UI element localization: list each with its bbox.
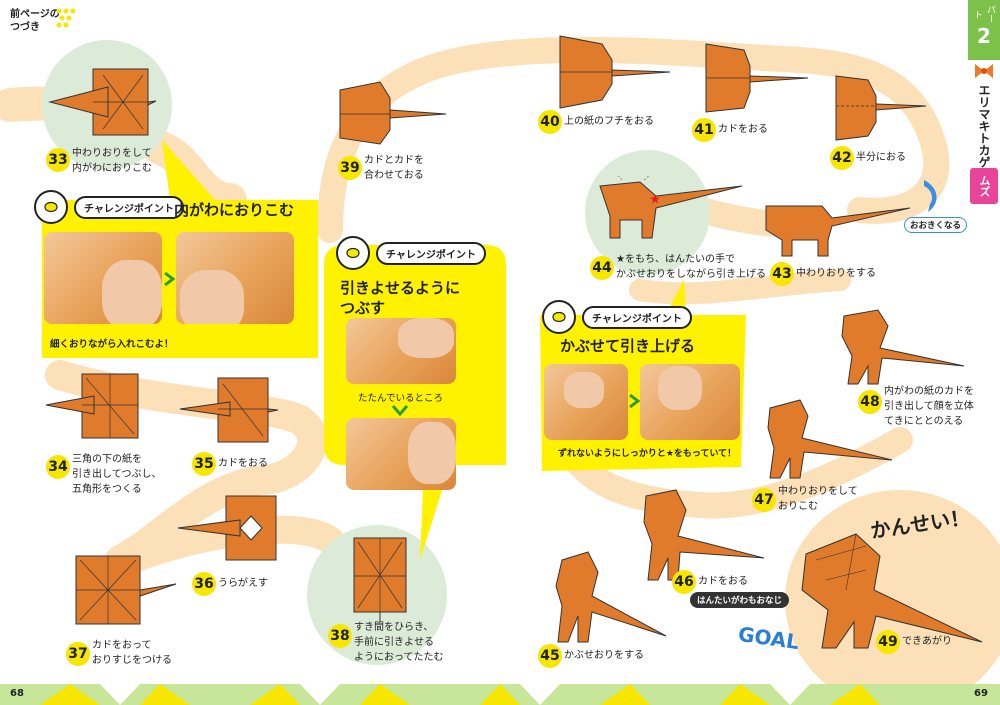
- challenge3-photo-a: [544, 364, 628, 440]
- step46-caption: カドをおる: [698, 576, 748, 587]
- step33-caption: 中わりおりをして 内がわにおりこむ: [72, 148, 152, 174]
- step49-number: 49: [876, 630, 900, 654]
- prev-page-label: 前ページの つづき: [10, 8, 60, 34]
- step34-number: 34: [46, 455, 70, 479]
- step35-number: 35: [192, 452, 216, 476]
- page-number-right: 69: [974, 688, 988, 699]
- challenge3-badge: チャレンジポイント: [542, 300, 692, 334]
- step44-figure: [599, 176, 743, 239]
- challenge2-note: たたんでいるところ: [358, 393, 444, 404]
- challenge1-photo-b: [176, 232, 294, 324]
- step48-caption: 内がわの紙のカドを 引き出して顔を立体 てきにととのえる: [884, 386, 974, 427]
- step37-number: 37: [66, 642, 90, 666]
- step47-number: 47: [752, 488, 776, 512]
- prev-label-line2: つづき: [10, 22, 40, 33]
- part-number: 2: [977, 24, 991, 48]
- step34-caption: 三角の下の紙を 引き出してつぶし、 五角形をつくる: [72, 454, 162, 495]
- step49-caption: できあがり: [902, 636, 952, 647]
- challenge1-title: 内がわにおりこむ: [174, 201, 295, 219]
- step40-figure: [559, 35, 671, 109]
- bow-icon: [975, 64, 993, 78]
- side-title: エリマキトカゲ: [977, 84, 991, 168]
- challenge1-photo-a: [44, 232, 162, 324]
- chevron-right-icon: [164, 272, 175, 286]
- challenge2-badge-label: チャレンジポイント: [376, 241, 486, 265]
- step42-caption: 半分におる: [856, 152, 906, 163]
- step36-caption: うらがえす: [218, 578, 268, 589]
- prev-label-line1: 前ページの: [10, 9, 60, 20]
- bottom-pattern: [0, 684, 1000, 705]
- challenge2-photo-a: [346, 318, 456, 384]
- step46-number: 46: [672, 570, 696, 594]
- step33-figure: [48, 68, 157, 136]
- chevron-right-icon: [629, 394, 640, 408]
- step44-caption: ★をもち、はんたいの手で かぶせおりをしながら引き上げる: [616, 254, 766, 280]
- step41-number: 41: [692, 118, 716, 142]
- step38-number: 38: [328, 624, 352, 648]
- brain-icon: [34, 190, 68, 224]
- step39-caption: カドとカドを 合わせておる: [364, 155, 424, 181]
- grow-label: おおきくなる: [904, 217, 968, 233]
- step43-caption: 中わりおりをする: [796, 268, 876, 279]
- step45-number: 45: [538, 644, 562, 668]
- step45-figure: [555, 551, 667, 643]
- difficulty-badge: ムズ: [970, 168, 998, 204]
- blue-arrow-icon: [924, 180, 937, 212]
- step42-figure: [835, 75, 927, 141]
- step35-figure: [179, 377, 278, 443]
- challenge2-title: 引きよせるように つぶす: [340, 279, 461, 317]
- step34-figure: [45, 373, 139, 439]
- step38-caption: すき間をひらき、 手前に引きよせる ようにおってたたむ: [354, 622, 444, 663]
- step49-figure: [801, 533, 983, 649]
- step37-figure: [75, 555, 177, 625]
- step46-figure: [643, 489, 765, 581]
- step37-caption: カドをおって おりすじをつける: [92, 640, 172, 666]
- step33-number: 33: [46, 148, 70, 172]
- step39-figure: [339, 81, 447, 145]
- step47-caption: 中わりおりをして おりこむ: [778, 486, 858, 512]
- step39-number: 39: [338, 156, 362, 180]
- step41-figure: [705, 43, 809, 113]
- step40-caption: 上の紙のフチをおる: [564, 116, 654, 127]
- challenge3-title: かぶせて引き上げる: [560, 337, 696, 355]
- challenge2-badge: チャレンジポイント: [336, 236, 486, 270]
- step43-figure: [765, 205, 911, 257]
- brain-icon: [336, 236, 370, 270]
- step45-caption: かぶせおりをする: [564, 650, 644, 661]
- step48-number: 48: [858, 390, 882, 414]
- step44-number: 44: [590, 256, 614, 280]
- brain-icon: [542, 300, 576, 334]
- dot-pattern-icon: [56, 8, 76, 28]
- step36-number: 36: [192, 572, 216, 596]
- step47-figure: [767, 399, 893, 479]
- star-icon: [650, 194, 660, 204]
- step41-caption: カドをおる: [718, 124, 768, 135]
- step43-number: 43: [770, 262, 794, 286]
- step36-figure: [177, 495, 277, 561]
- chevron-down-icon: [392, 405, 408, 416]
- challenge1-note: 細くおりながら入れこむよ！: [50, 339, 174, 350]
- side-tab: パート 2 エリマキトカゲ ムズ: [968, 0, 1000, 205]
- step35-caption: カドをおる: [218, 458, 268, 469]
- step42-number: 42: [830, 146, 854, 170]
- challenge1-badge: チャレンジポイント: [34, 190, 184, 224]
- page-number-left: 68: [10, 688, 24, 699]
- step40-number: 40: [538, 110, 562, 134]
- challenge3-photo-b: [640, 364, 740, 440]
- same-other-side-label: はんたいがわもおなじ: [690, 592, 790, 608]
- challenge3-badge-label: チャレンジポイント: [582, 305, 692, 329]
- step48-figure: [841, 309, 965, 385]
- challenge1-badge-label: チャレンジポイント: [74, 195, 184, 219]
- challenge2-photo-b: [346, 418, 456, 490]
- challenge3-note: ずれないようにしっかりと★をもっていて！: [558, 449, 737, 459]
- part-tab: パート 2: [968, 0, 1000, 60]
- step38-figure: [353, 537, 407, 622]
- part-label: パート: [972, 5, 995, 23]
